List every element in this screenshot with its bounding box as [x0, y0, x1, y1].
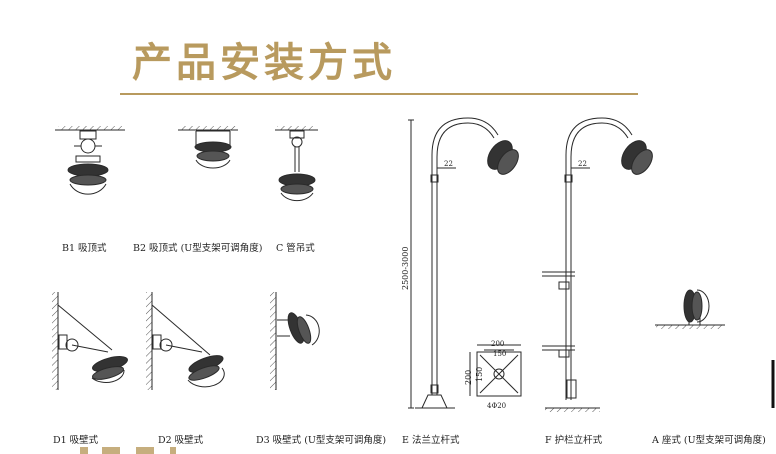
dim-height-range: 2500-3000 [401, 246, 410, 290]
dim-f-offset: 22 [578, 160, 587, 168]
caption-b2: B2 吸顶式 (U型支架可调角度) [133, 243, 263, 254]
caption-b1: B1 吸顶式 [62, 243, 107, 254]
diagram-b2-ceiling-ubracket [178, 126, 238, 169]
caption-d2: D2 吸壁式 [158, 435, 204, 446]
diagram-b1-ceiling-mount [55, 126, 125, 195]
diagram-c-pendant [275, 126, 318, 202]
diagram-a-floor-mount [655, 289, 725, 329]
diagram-e-flange-pole [408, 117, 522, 409]
page-title: 产品安装方式 [132, 40, 396, 86]
dim-base-v200: 200 [464, 369, 473, 385]
diagram-d3-wall-ubracket [270, 292, 320, 390]
caption-f: F 护栏立杆式 [545, 435, 603, 446]
diagram-d2-wall-mount [146, 292, 225, 390]
caption-d1: D1 吸壁式 [53, 435, 99, 446]
caption-e: E 法兰立杆式 [402, 435, 460, 446]
caption-d3: D3 吸壁式 (U型支架可调角度) [256, 435, 387, 446]
diagram-d1-wall-mount [52, 292, 128, 390]
caption-c: C 管吊式 [276, 243, 315, 254]
dim-e-offset: 22 [444, 160, 453, 168]
dim-bolt: 4Φ20 [487, 402, 507, 410]
dim-base-v150: 150 [475, 366, 484, 382]
cropped-heading-fragment [80, 447, 180, 454]
diagram-f-railing-pole [542, 117, 653, 412]
title-underline [120, 93, 638, 95]
dim-base-150: 150 [493, 350, 507, 358]
dim-base-200: 200 [491, 340, 505, 348]
caption-a: A 座式 (U型支架可调角度) [652, 435, 766, 446]
